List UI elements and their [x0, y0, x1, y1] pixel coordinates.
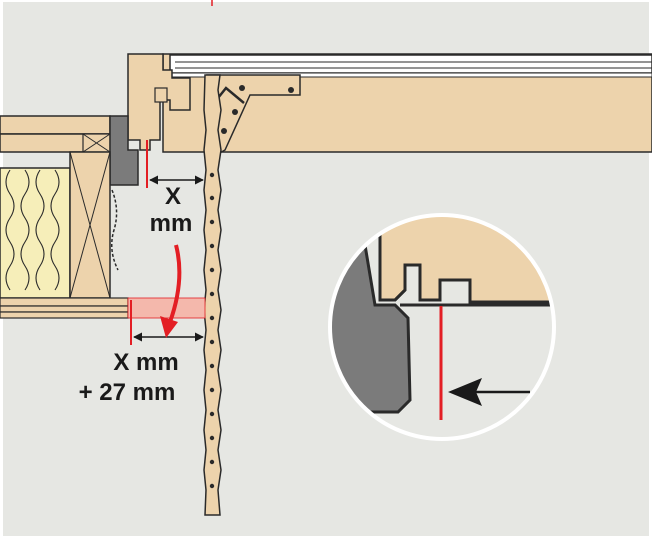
- bracket-nail: [239, 85, 245, 91]
- vapour-membrane: [111, 189, 119, 271]
- batten-nails: [209, 172, 215, 489]
- lining-board-3: [0, 311, 129, 319]
- bracket-nail: [232, 109, 238, 115]
- label-x-mm: X mm: [113, 349, 178, 376]
- callout-border: [328, 213, 556, 441]
- label-plus-27: + 27 mm: [79, 379, 176, 406]
- top-plate-board: [0, 115, 111, 135]
- insulation-pattern: [5, 169, 60, 291]
- pink-extension-strip: [127, 297, 206, 319]
- curved-transfer-arrow: [168, 244, 182, 323]
- bracket-nail: [221, 128, 227, 134]
- bracket-nail: [288, 87, 294, 93]
- glazing-panel: [169, 54, 652, 74]
- callout-arrow-head: [448, 378, 482, 406]
- label-mm: mm: [150, 210, 193, 237]
- label-x: X: [165, 183, 181, 210]
- curved-arrow-head: [160, 316, 178, 338]
- lining-board: [0, 297, 129, 307]
- profile-notch: [154, 87, 168, 103]
- lining-board-2: [0, 305, 129, 313]
